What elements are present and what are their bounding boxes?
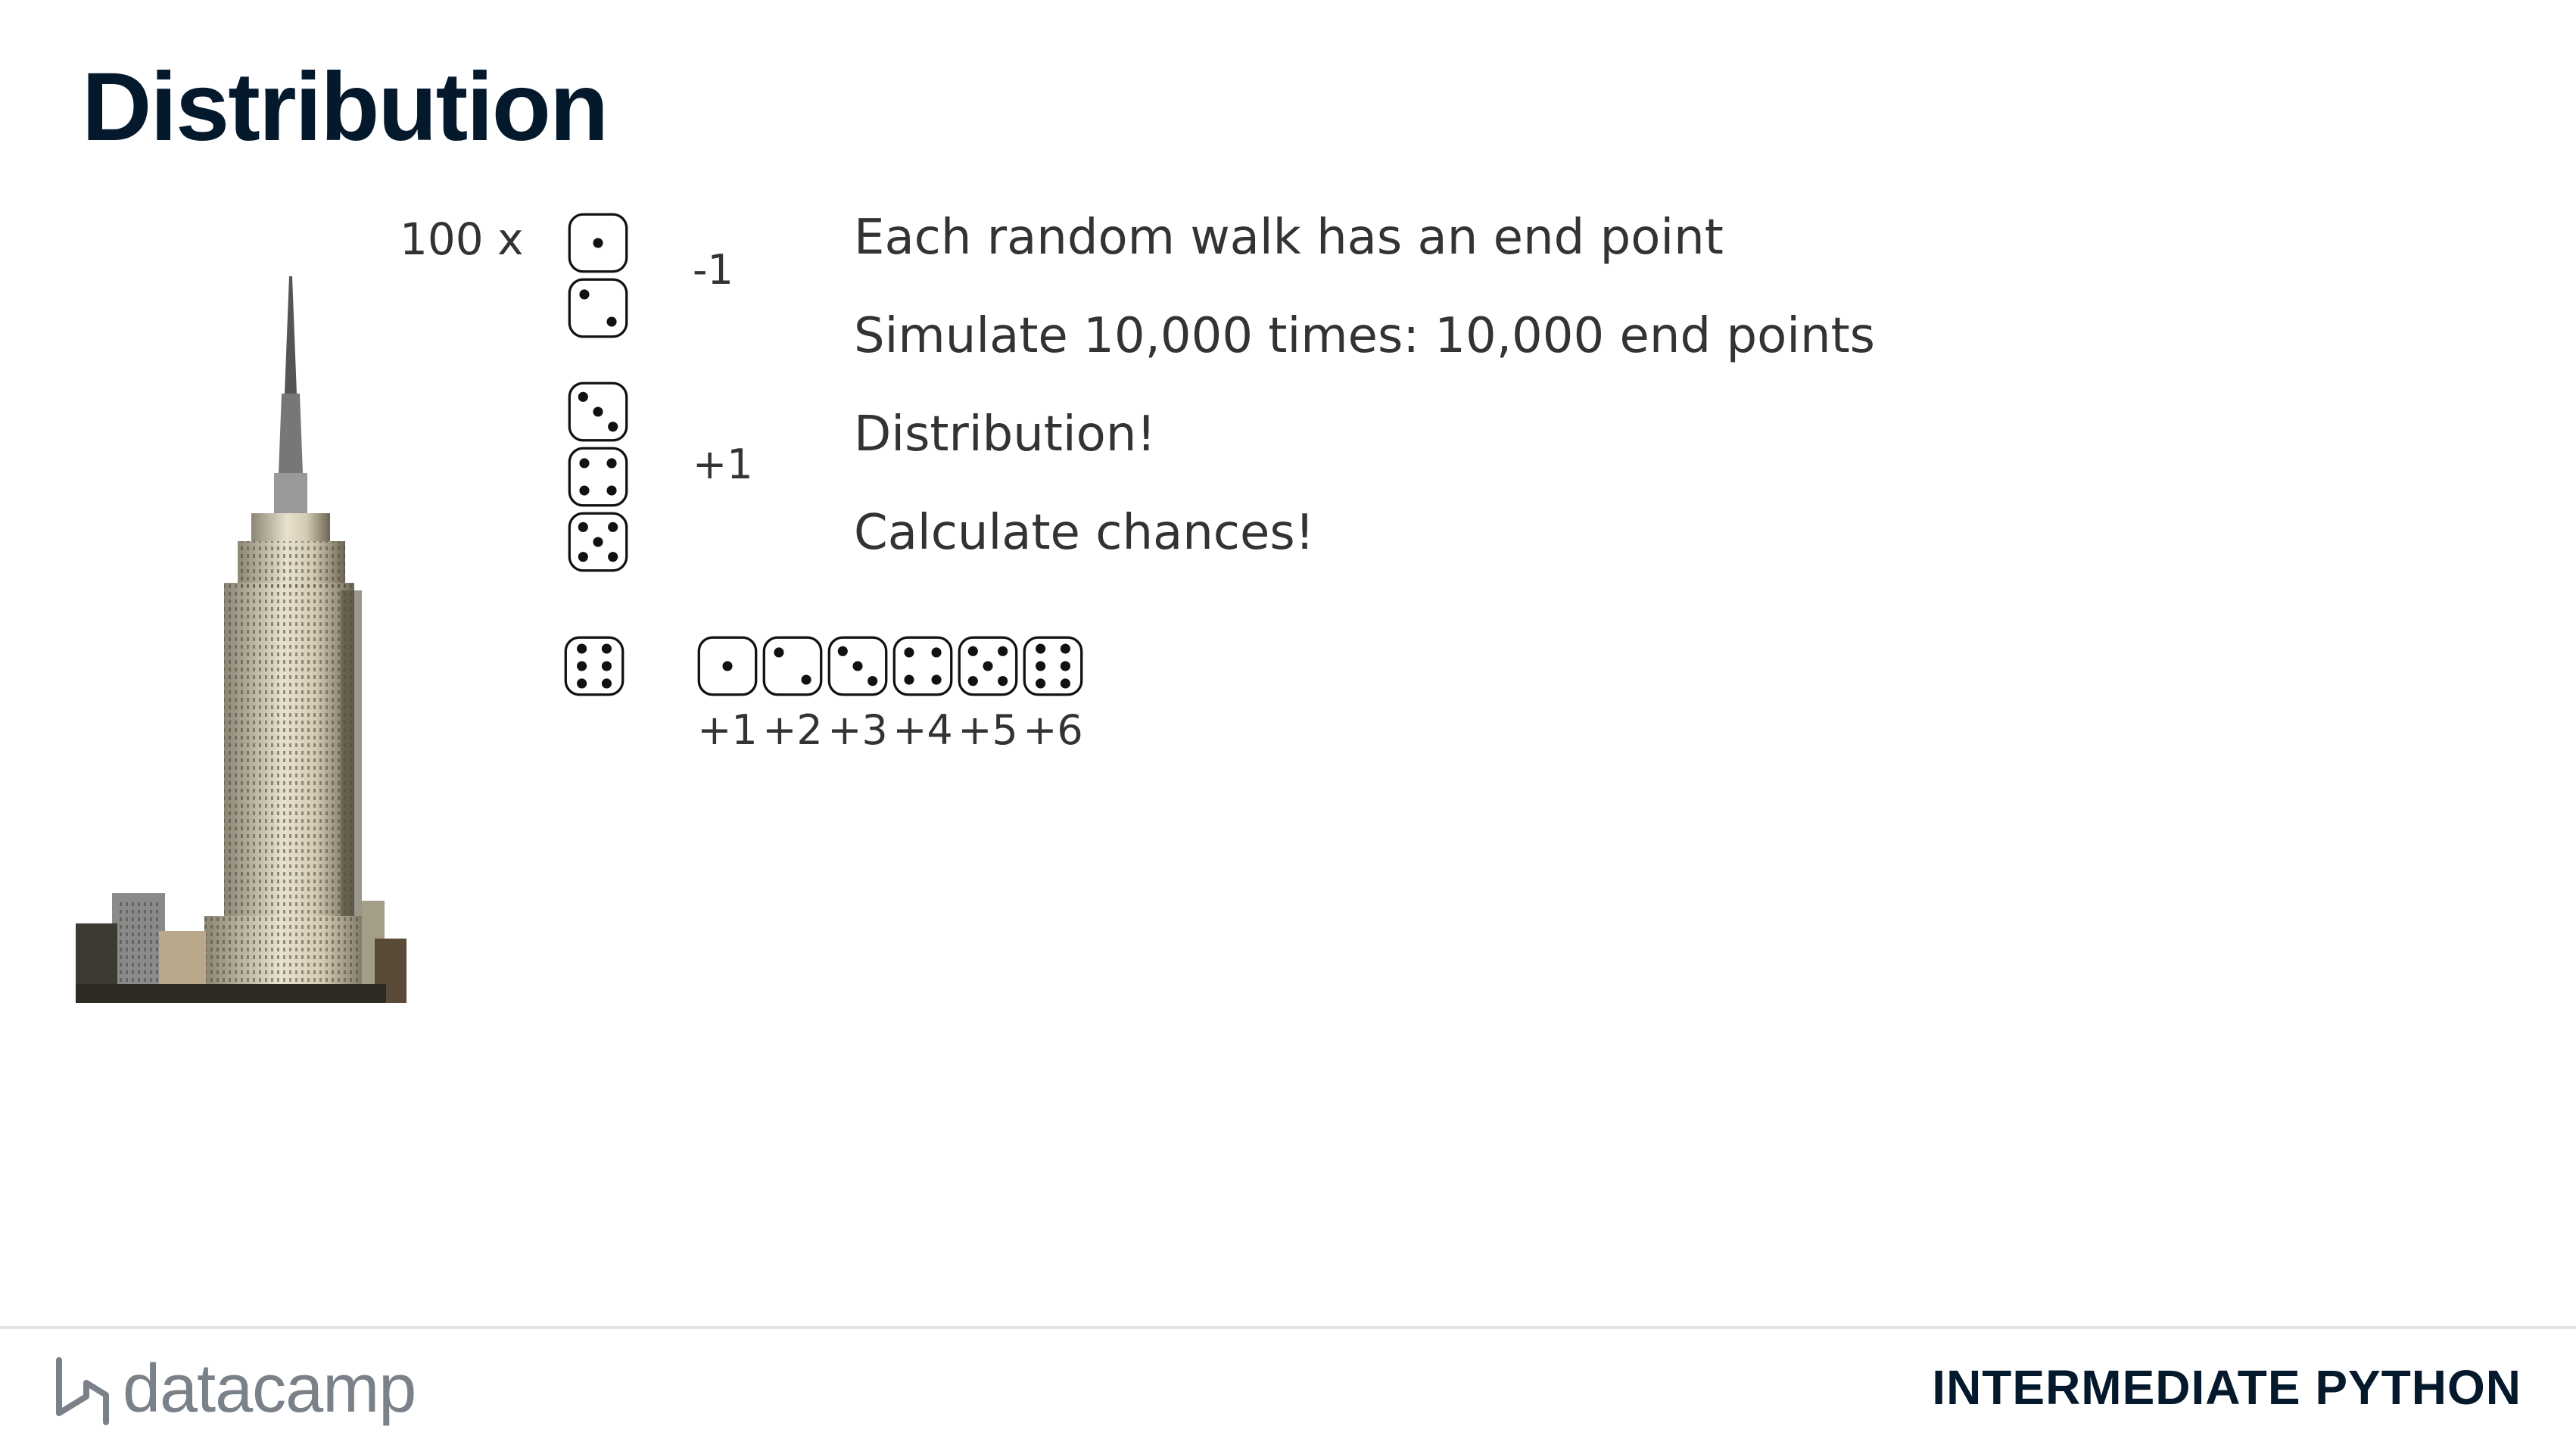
roll-result-value-4: +4	[892, 706, 953, 754]
datacamp-logo-text: datacamp	[123, 1351, 416, 1427]
bullet-distribution: Distribution!	[854, 406, 1157, 462]
datacamp-logo-icon	[56, 1357, 109, 1425]
die-face-3-roll-result	[827, 635, 889, 697]
roll-result-value-1: +1	[697, 706, 758, 754]
die-face-2-roll-result	[762, 635, 824, 697]
course-title: INTERMEDIATE PYTHON	[1932, 1360, 2521, 1415]
die-face-6-roll-result	[1022, 635, 1084, 697]
die-face-3-up	[567, 381, 629, 443]
empire-state-building-image	[76, 272, 431, 1003]
die-face-5-roll-result	[957, 635, 1019, 697]
roll-result-value-5: +5	[958, 706, 1018, 754]
bullet-calculate-chances: Calculate chances!	[854, 505, 1315, 561]
die-face-5-up	[567, 511, 629, 573]
bullet-end-point: Each random walk has an end point	[854, 210, 1724, 266]
down-step-label: -1	[693, 246, 734, 294]
bullet-simulate: Simulate 10,000 times: 10,000 end points	[854, 308, 1875, 364]
die-face-4-roll-result	[892, 635, 954, 697]
datacamp-logo: datacamp	[53, 1349, 447, 1432]
up-step-label: +1	[693, 441, 753, 488]
roll-result-value-6: +6	[1023, 706, 1083, 754]
roll-result-value-2: +2	[762, 706, 823, 754]
roll-result-value-3: +3	[827, 706, 888, 754]
die-face-6-roll-again	[563, 635, 625, 697]
die-face-4-up	[567, 446, 629, 508]
die-face-2-down	[567, 277, 629, 339]
repeat-count-label: 100 x	[400, 213, 524, 265]
die-face-1-down	[567, 212, 629, 274]
slide-title: Distribution	[82, 53, 609, 161]
die-face-1-roll-result	[696, 635, 758, 697]
footer-divider	[0, 1326, 2576, 1329]
